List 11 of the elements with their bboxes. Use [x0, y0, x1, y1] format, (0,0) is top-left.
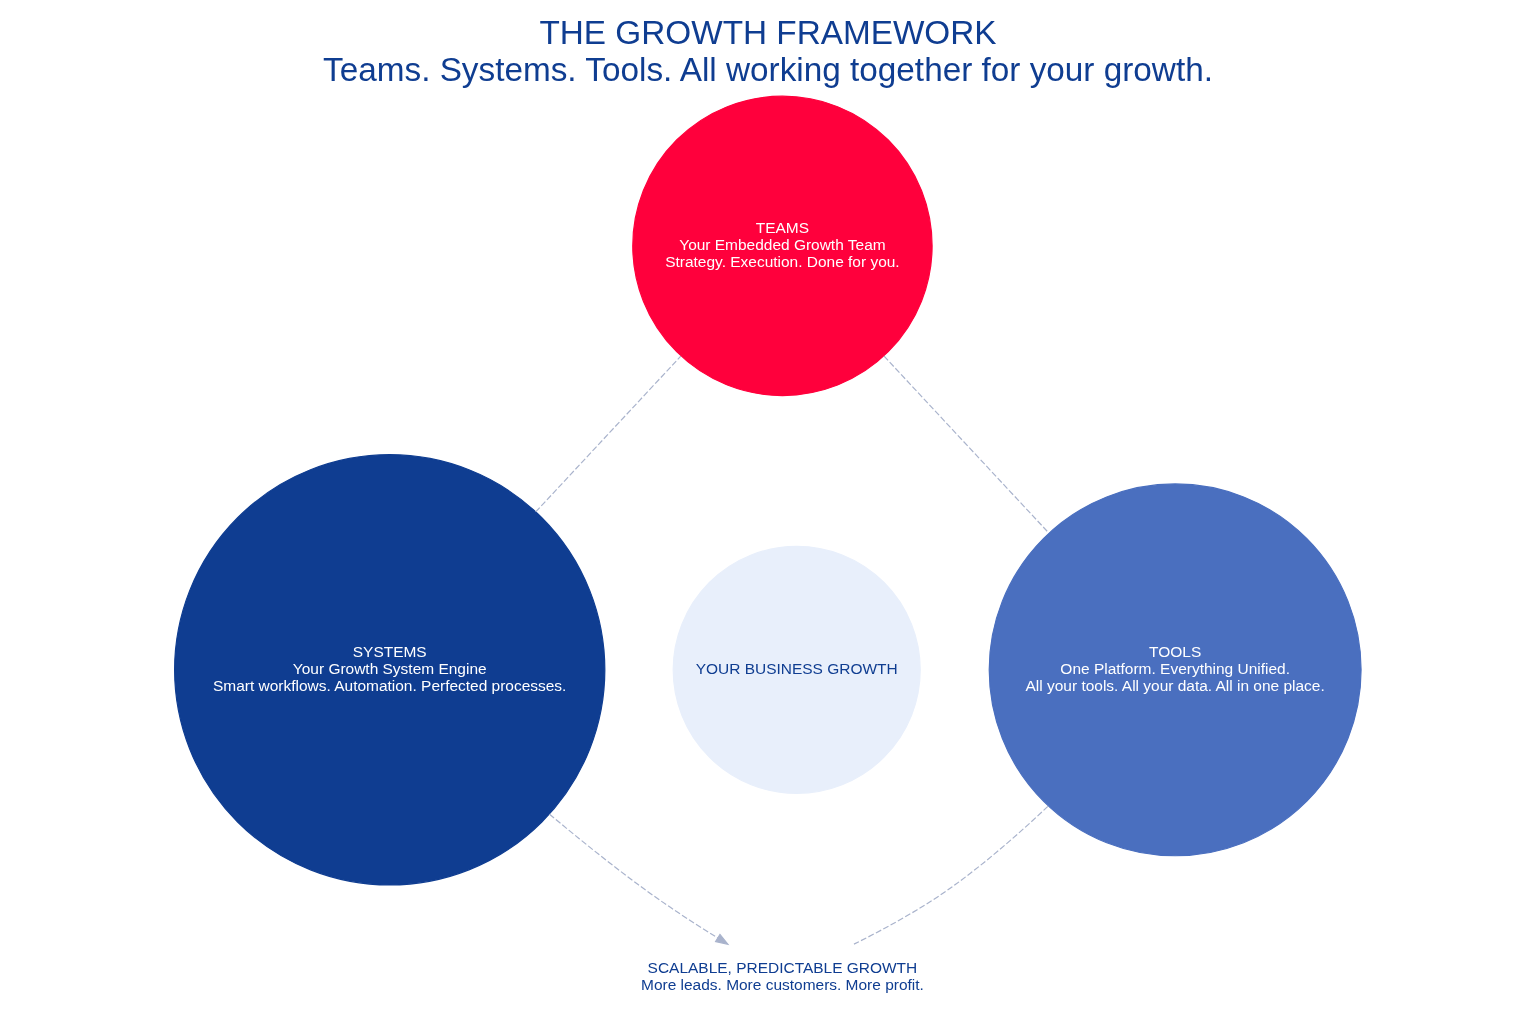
node-circle: YOUR BUSINESS GROWTH [672, 545, 921, 794]
caption: Teams. Systems. Tools. All working together for your growth. [323, 51, 1213, 89]
connector [883, 355, 1050, 534]
node-circle: SYSTEMS Your Growth System Engine Smart workflows. Automation. Perfected processes. [174, 454, 606, 886]
connector [853, 805, 1049, 945]
node-circle: TEAMS Your Embedded Growth Team Strategy. Execution. Done for you. [632, 95, 933, 397]
node-text: SCALABLE, PREDICTABLE GROWTH More leads. More customers. More profit. [641, 959, 924, 993]
connector [535, 355, 682, 513]
arrow [548, 813, 730, 946]
diagram-title: THE GROWTH FRAMEWORK [539, 14, 997, 52]
node-circle: TOOLS One Platform. Everything Unified. All your tools. All your data. All in one place. [988, 483, 1362, 857]
